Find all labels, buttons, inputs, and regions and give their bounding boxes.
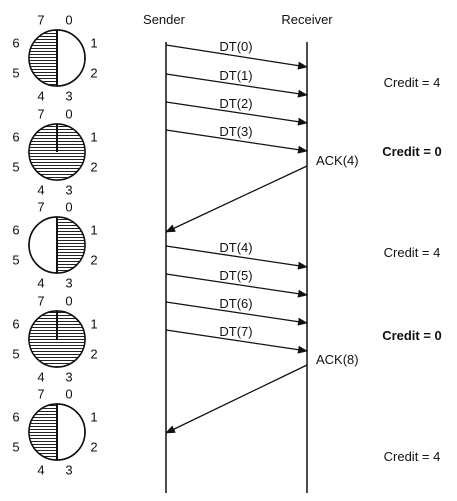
dial-number: 7 — [37, 106, 44, 121]
credit-label: Credit = 0 — [382, 328, 442, 343]
dial-number: 6 — [12, 316, 19, 331]
message-line — [165, 165, 308, 233]
dial-number: 6 — [12, 129, 19, 144]
dial-number: 2 — [90, 159, 97, 174]
dial-number: 5 — [12, 252, 19, 267]
dial-number: 2 — [90, 252, 97, 267]
dial-number: 0 — [65, 386, 72, 401]
credit-labels: Credit = 4 Credit = 0 Credit = 4 Credit = 0… — [382, 75, 442, 464]
credit-label: Credit = 4 — [384, 449, 441, 464]
message-arrow: ACK(8) — [165, 352, 359, 434]
message-arrow: DT(5) — [165, 268, 308, 298]
message-arrow: DT(2) — [165, 96, 308, 126]
message-label: DT(4) — [219, 240, 252, 255]
sender-label: Sender — [143, 12, 186, 27]
message-line — [165, 273, 308, 298]
message-label: DT(5) — [219, 268, 252, 283]
message-label: DT(0) — [219, 39, 252, 54]
dial-number: 5 — [12, 346, 19, 361]
message-line — [165, 329, 308, 354]
dial-number: 1 — [90, 409, 97, 424]
dial-number: 6 — [12, 409, 19, 424]
message-arrow: ACK(4) — [165, 153, 359, 233]
message-arrow: DT(6) — [165, 296, 308, 326]
message-label: DT(6) — [219, 296, 252, 311]
dial-number: 3 — [65, 462, 72, 477]
dial-number: 0 — [65, 106, 72, 121]
message-line — [165, 44, 308, 70]
dial-number: 6 — [12, 35, 19, 50]
dial-number: 7 — [37, 386, 44, 401]
window-dial: 7 0 1 2 3 4 5 6 — [12, 106, 97, 197]
dial-number: 5 — [12, 159, 19, 174]
dial-shaded-region — [57, 217, 85, 273]
credit-label: Credit = 4 — [384, 245, 441, 260]
dial-number: 4 — [37, 275, 44, 290]
dial-number: 7 — [37, 199, 44, 214]
dial-number: 3 — [65, 275, 72, 290]
window-dials: 7 0 1 2 3 4 5 6 7 0 1 2 3 4 5 6 7 0 1 2 3 4 5 6 7 0 1 2 3 4 5 6 7 0 1 2 3 4 5 6 — [12, 12, 97, 477]
window-dial: 7 0 1 2 3 4 5 6 — [12, 12, 97, 103]
dial-number: 0 — [65, 199, 72, 214]
dial-number: 4 — [37, 462, 44, 477]
credit-label: Credit = 4 — [384, 75, 441, 90]
dial-number: 2 — [90, 65, 97, 80]
dial-number: 3 — [65, 88, 72, 103]
dial-number: 3 — [65, 369, 72, 384]
dial-number: 4 — [37, 182, 44, 197]
credit-label: Credit = 0 — [382, 144, 442, 159]
message-line — [165, 129, 308, 154]
message-arrow: DT(4) — [165, 240, 308, 270]
message-arrow: DT(0) — [165, 39, 308, 70]
dial-number: 1 — [90, 129, 97, 144]
dial-number: 2 — [90, 439, 97, 454]
message-label: DT(1) — [219, 68, 252, 83]
message-line — [165, 301, 308, 326]
dial-number: 7 — [37, 12, 44, 27]
dial-number: 7 — [37, 293, 44, 308]
dial-shaded-region — [29, 30, 57, 86]
message-arrows: DT(0) DT(1) DT(2) DT(3) ACK(4) DT(4) DT(5) DT(6… — [165, 39, 359, 434]
message-line — [165, 101, 308, 126]
window-dial: 7 0 1 2 3 4 5 6 — [12, 386, 97, 477]
dial-number: 4 — [37, 369, 44, 384]
dial-number: 1 — [90, 222, 97, 237]
receiver-label: Receiver — [281, 12, 333, 27]
dial-number: 0 — [65, 293, 72, 308]
window-dial: 7 0 1 2 3 4 5 6 — [12, 293, 97, 384]
dial-number: 5 — [12, 65, 19, 80]
message-arrow: DT(1) — [165, 68, 308, 98]
dial-number: 1 — [90, 35, 97, 50]
dial-number: 6 — [12, 222, 19, 237]
message-line — [165, 364, 308, 434]
dial-number: 2 — [90, 346, 97, 361]
dial-shaded-region — [29, 404, 57, 460]
window-dial: 7 0 1 2 3 4 5 6 — [12, 199, 97, 290]
dial-number: 3 — [65, 182, 72, 197]
message-label: DT(7) — [219, 324, 252, 339]
dial-number: 4 — [37, 88, 44, 103]
message-label: DT(3) — [219, 124, 252, 139]
dial-number: 0 — [65, 12, 72, 27]
message-label: DT(2) — [219, 96, 252, 111]
message-line — [165, 73, 308, 98]
dial-number: 5 — [12, 439, 19, 454]
message-arrow: DT(7) — [165, 324, 308, 354]
dial-number: 1 — [90, 316, 97, 331]
message-arrow: DT(3) — [165, 124, 308, 154]
message-line — [165, 245, 308, 270]
message-label: ACK(4) — [316, 153, 359, 168]
message-label: ACK(8) — [316, 352, 359, 367]
